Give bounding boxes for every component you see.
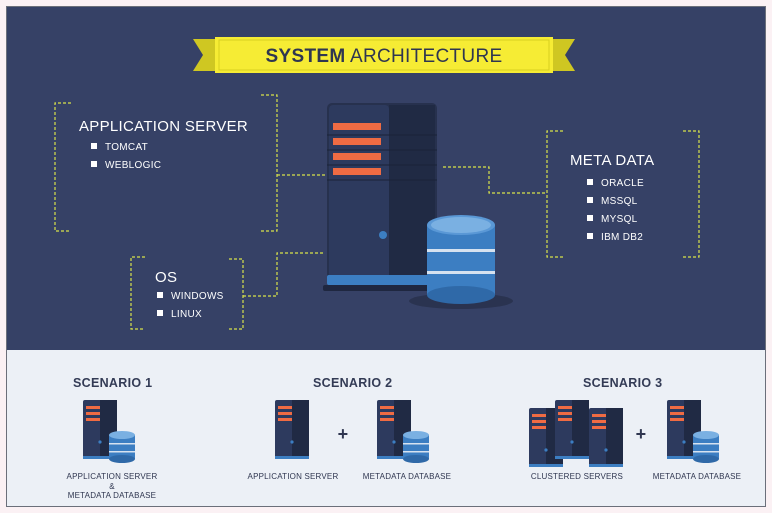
scenario-3-title: SCENARIO 3 [583, 376, 663, 390]
app-server-item-weblogic: WEBLOGIC [91, 160, 161, 171]
scenario-2-title: SCENARIO 2 [313, 376, 393, 390]
scenario-3-database-icon [693, 431, 719, 463]
database-icon [409, 215, 513, 309]
app-server-bracket [54, 94, 278, 232]
scenario-1-label-line2: METADATA DATABASE [67, 491, 157, 500]
title-light: ARCHITECTURE [345, 46, 503, 67]
title-bold: SYSTEM [265, 46, 346, 67]
scenario-2-database-icon [403, 431, 429, 463]
server-drive-bay [333, 138, 381, 145]
meta-data-title: META DATA [570, 152, 655, 169]
scenario-3-plus-icon: + [635, 424, 647, 444]
infographic-frame: SYSTEM ARCHITECTURE APPLICATION SERVER T… [6, 6, 766, 507]
meta-data-bracket [546, 130, 700, 258]
scenario-3-cluster-server-icon [555, 400, 589, 459]
architecture-graphic [54, 37, 700, 330]
os-item-linux: LINUX [157, 309, 202, 320]
app-server-item-tomcat: TOMCAT [91, 142, 148, 153]
scenario-3-label-cluster: CLUSTERED SERVERS [530, 472, 624, 481]
scenario-3-cluster-server-icon [589, 408, 623, 467]
server-drive-bay [333, 153, 381, 160]
scenario-1-title: SCENARIO 1 [73, 376, 153, 390]
scenario-1-label-ampersand: & [109, 482, 115, 491]
title-banner [193, 37, 575, 73]
scenario-2-plus-icon: + [337, 424, 349, 444]
page-title: SYSTEM ARCHITECTURE [193, 37, 575, 77]
meta-data-item-ibm-db2: IBM DB2 [587, 232, 643, 243]
architecture-panel: SYSTEM ARCHITECTURE APPLICATION SERVER T… [7, 7, 765, 350]
page-title-text: SYSTEM ARCHITECTURE [193, 37, 575, 77]
os-item-windows: WINDOWS [157, 291, 224, 302]
os-bracket [130, 256, 244, 330]
scenario-2-label-database: METADATA DATABASE [362, 472, 452, 481]
scenario-1-database-icon [109, 431, 135, 463]
meta-data-item-oracle: ORACLE [587, 178, 644, 189]
connector-lines [243, 166, 547, 297]
app-server-title: APPLICATION SERVER [79, 118, 249, 135]
server-drive-bay [333, 168, 381, 175]
os-title: OS [155, 269, 178, 286]
central-server [323, 103, 441, 291]
server-drive-bay [333, 123, 381, 130]
scenario-2-label-server: APPLICATION SERVER [247, 472, 339, 481]
scenarios-panel: SCENARIO 1 APPLICATION SERVER & METADATA… [7, 350, 765, 506]
scenario-2-server-icon [275, 400, 309, 459]
power-led-icon [379, 231, 387, 239]
meta-data-item-mssql: MSSQL [587, 196, 638, 207]
scenario-1-label-line1: APPLICATION SERVER [66, 472, 158, 481]
scenario-3-label-database: METADATA DATABASE [652, 472, 742, 481]
meta-data-item-mysql: MYSQL [587, 214, 638, 225]
